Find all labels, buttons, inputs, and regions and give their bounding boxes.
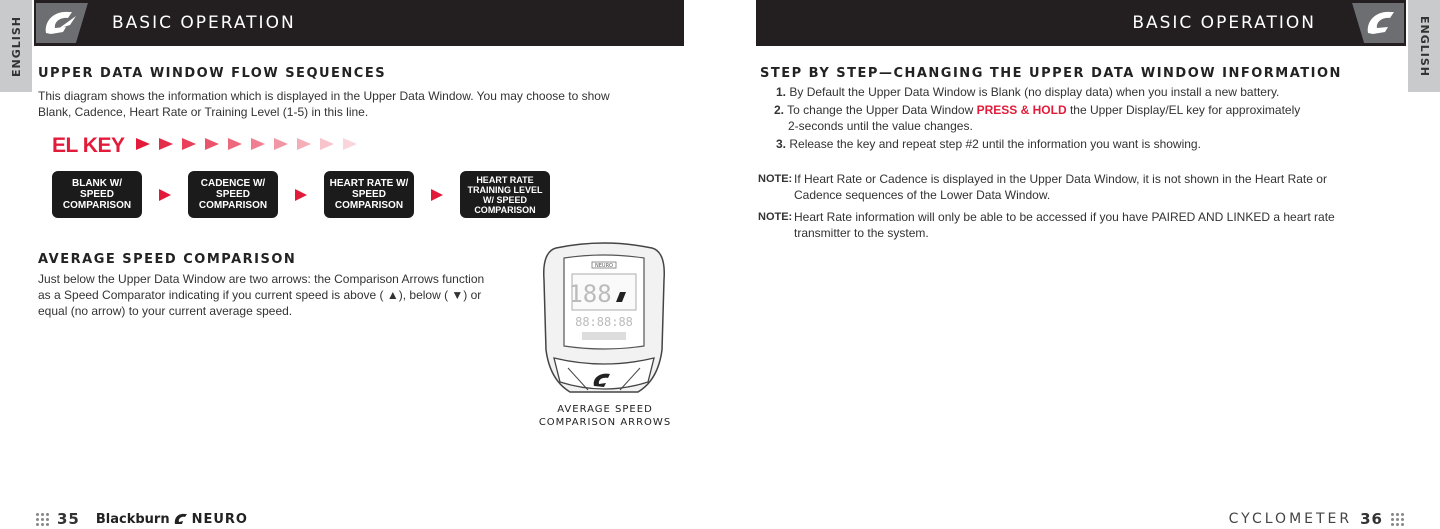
note-label: NOTE: [758,211,793,223]
footer: 35 Blackburn NEURO [36,510,248,528]
blackburn-logo-icon [174,513,187,524]
flow-box-text: HEART RATE [476,174,534,185]
note-item: NOTE: If Heart Rate or Cadence is displa… [758,171,1388,203]
flow-box-text: HEART RATE W/ [329,178,409,189]
right-page: ENGLISH BASIC OPERATION STEP BY STEP—CHA… [720,0,1440,529]
step-text: To change the Upper Data Window [787,103,977,117]
arrow-right-icon [159,138,173,150]
arrow-right-icon [320,138,334,150]
section-title-flow: UPPER DATA WINDOW FLOW SEQUENCES [38,66,387,81]
text-line: equal (no arrow) to your current average… [38,304,293,318]
text-line: transmitter to the system. [794,226,929,240]
step-number: 3. [776,137,787,151]
language-tab: ENGLISH [0,0,32,92]
step-text: the Upper Display/EL key for approximate… [1066,103,1301,117]
caption-line: AVERAGE SPEED [557,404,653,415]
header-bar: BASIC OPERATION [756,0,1406,46]
blackburn-logo-icon [36,3,94,43]
comparison-arrow-icon [616,292,626,302]
section-title-average-speed: AVERAGE SPEED COMPARISON [38,252,297,267]
section-average-speed-description: Just below the Upper Data Window are two… [38,271,528,319]
blackburn-logo-icon [593,373,610,387]
note-label: NOTE: [758,173,793,185]
arrow-right-icon [182,138,196,150]
steps-list: 1. By Default the Upper Data Window is B… [774,84,1396,154]
flow-box-text: W/ SPEED [482,194,527,205]
device-lower-digits: 88:88:88 [575,315,633,329]
section-title-step-by-step: STEP BY STEP—CHANGING THE UPPER DATA WIN… [760,66,1342,81]
language-tab-label: ENGLISH [9,15,23,77]
text-line: as a Speed Comparator indicating if you … [38,288,482,302]
flow-box-text: COMPARISON [62,200,132,211]
step-number: 2. [774,103,785,117]
el-key-arrow-sequence [136,138,357,150]
dots-icon [1391,512,1404,526]
arrow-right-icon [205,138,219,150]
flow-box-text: COMPARISON [198,200,268,211]
note-text: Heart Rate information will only be able… [794,209,1388,241]
flow-box-text: CADENCE W/ [200,178,266,189]
step-highlight: PRESS & HOLD [976,103,1067,117]
text-line: If Heart Rate or Cadence is displayed in… [794,172,1327,186]
arrow-right-icon [136,138,150,150]
el-key-label: EL KEY [52,134,125,157]
notes-list: NOTE: If Heart Rate or Cadence is displa… [758,171,1388,247]
arrow-right-icon [295,188,307,201]
device-upper-digits: 188 [568,280,611,308]
footer-label: CYCLOMETER [1228,511,1353,527]
flow-box-text: BLANK W/ [72,178,122,189]
flow-box-text: SPEED [216,189,250,200]
arrow-right-icon [343,138,357,150]
text-line: This diagram shows the information which… [38,89,610,103]
caption-line: COMPARISON ARROWS [538,417,672,428]
product-name: NEURO [191,511,248,527]
text-line: Cadence sequences of the Lower Data Wind… [794,188,1051,202]
blackburn-logo-icon [1346,3,1404,43]
device-brand-text: NEURO [595,263,613,269]
arrow-right-icon [228,138,242,150]
arrow-right-icon [297,138,311,150]
flow-box-text: SPEED [80,189,114,200]
arrow-right-icon [274,138,288,150]
flow-box-text: COMPARISON [334,200,404,211]
flow-box-training-level: HEART RATE TRAINING LEVEL W/ SPEED COMPA… [460,171,550,218]
section-flow-description: This diagram shows the information which… [38,88,688,120]
page-title: BASIC OPERATION [112,13,296,33]
step-text-continued: 2-seconds until the value changes. [788,119,973,133]
brand-name: Blackburn [95,511,170,527]
flow-box-text: COMPARISON [474,204,536,215]
text-line: Just below the Upper Data Window are two… [38,272,485,286]
left-page: ENGLISH BASIC OPERATION UPPER DATA WINDO… [0,0,690,528]
flow-box-heart-rate: HEART RATE W/ SPEED COMPARISON [324,171,414,218]
step-text: By Default the Upper Data Window is Blan… [789,85,1280,99]
flow-box-text: TRAINING LEVEL [467,184,543,195]
footer: CYCLOMETER 36 [1229,510,1404,528]
header-bar: BASIC OPERATION [34,0,684,46]
text-line: Heart Rate information will only be able… [794,210,1335,224]
note-item: NOTE: Heart Rate information will only b… [758,209,1388,241]
arrow-right-icon [159,188,171,201]
note-text: If Heart Rate or Cadence is displayed in… [794,171,1388,203]
flow-box-blank: BLANK W/ SPEED COMPARISON [52,171,142,218]
flow-box-cadence: CADENCE W/ SPEED COMPARISON [188,171,278,218]
language-tab-label: ENGLISH [1417,15,1431,77]
flow-box-text: SPEED [352,189,386,200]
arrow-right-icon [431,188,443,201]
step-item: 2. To change the Upper Data Window PRESS… [774,102,1396,134]
step-item: 3. Release the key and repeat step #2 un… [776,136,1396,152]
cyclometer-device-illustration: NEURO 188 88:88:88 [528,240,680,408]
dots-icon [36,512,49,526]
step-item: 1. By Default the Upper Data Window is B… [776,84,1396,100]
step-text: Release the key and repeat step #2 until… [789,137,1201,151]
text-line: Blank, Cadence, Heart Rate or Training L… [38,105,369,119]
step-number: 1. [776,85,787,99]
page-number: 35 [57,510,80,528]
device-caption: AVERAGE SPEED COMPARISON ARROWS [520,403,690,429]
page-title: BASIC OPERATION [1132,13,1316,33]
language-tab: ENGLISH [1408,0,1440,92]
flow-sequence: BLANK W/ SPEED COMPARISON CADENCE W/ SPE… [52,171,550,218]
arrow-right-icon [251,138,265,150]
page-number: 36 [1360,510,1383,528]
